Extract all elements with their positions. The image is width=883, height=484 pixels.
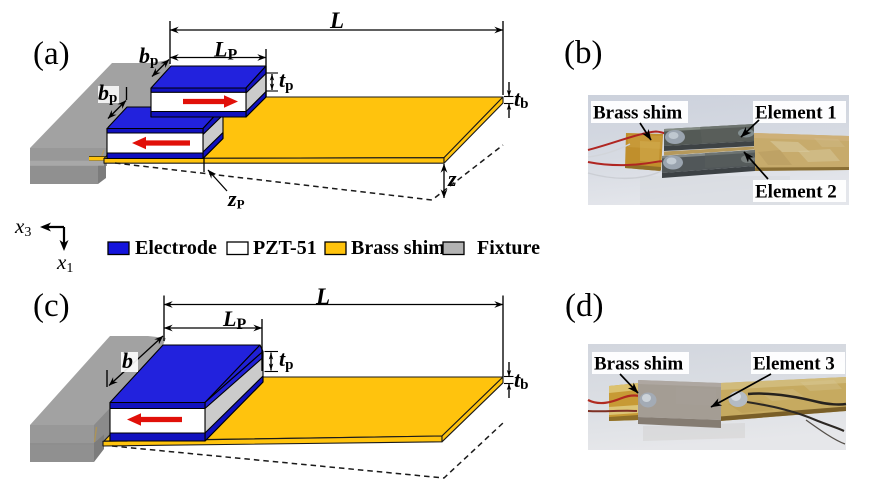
svg-text:b: b: [122, 348, 133, 373]
svg-text:(a): (a): [33, 36, 70, 72]
svg-text:z: z: [447, 166, 457, 191]
svg-text:L: L: [315, 284, 330, 309]
svg-text:Fixture: Fixture: [477, 237, 540, 259]
svg-text:Brass shim: Brass shim: [594, 354, 683, 375]
svg-text:Brass shim: Brass shim: [351, 237, 445, 259]
svg-text:Brass shim: Brass shim: [593, 103, 682, 124]
svg-text:(d): (d): [565, 288, 603, 324]
svg-text:(c): (c): [33, 288, 70, 324]
svg-text:Element 3: Element 3: [753, 354, 835, 375]
svg-text:Element 1: Element 1: [755, 103, 837, 124]
svg-text:Electrode: Electrode: [135, 237, 217, 259]
svg-text:Element 2: Element 2: [755, 182, 837, 203]
svg-text:L: L: [329, 8, 344, 33]
svg-text:(b): (b): [564, 35, 602, 71]
svg-text:PZT-51: PZT-51: [253, 237, 317, 259]
